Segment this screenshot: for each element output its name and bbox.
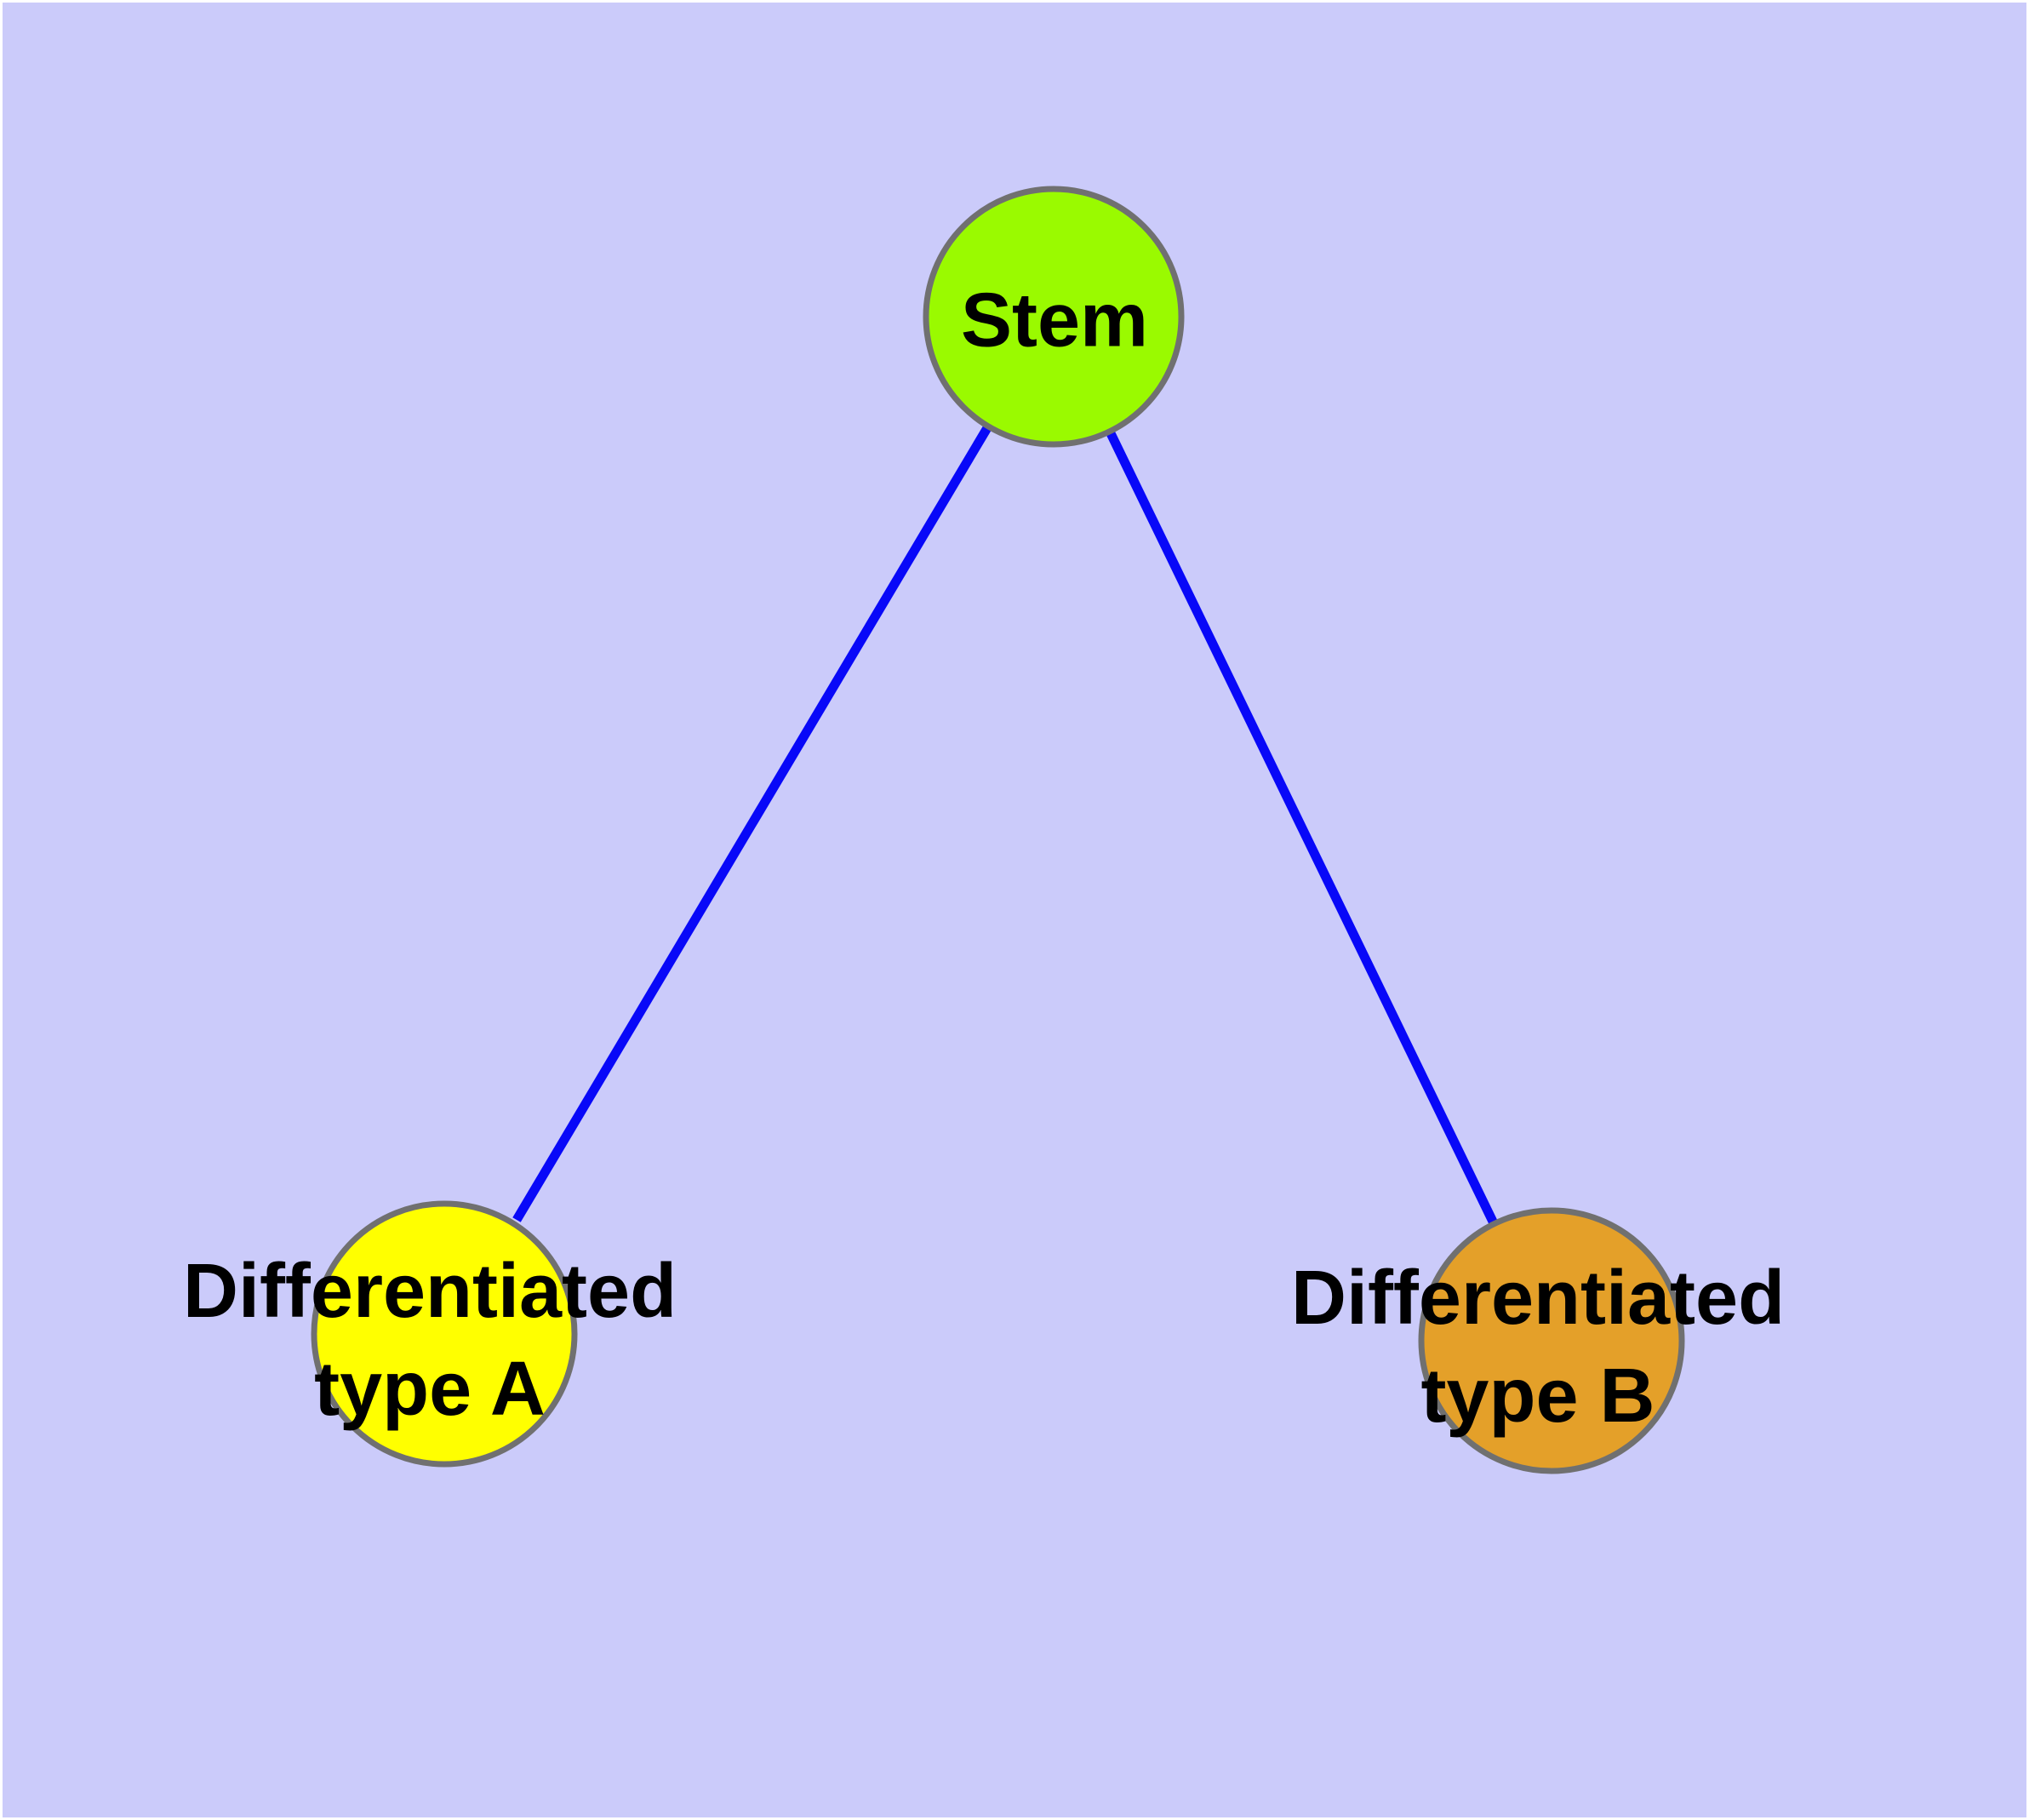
node-type-a-label-line2: type A — [314, 1347, 546, 1432]
node-type-b-label-line2: type B — [1420, 1354, 1655, 1439]
node-type-a-label: Differentiated type A — [183, 1243, 677, 1439]
node-type-a-label-line1: Differentiated — [182, 1249, 677, 1334]
node-type-b-label-line1: Differentiated — [1290, 1256, 1786, 1341]
node-stem-circle — [923, 186, 1185, 448]
node-type-b-circle — [1418, 1207, 1685, 1474]
node-type-b-label: Differentiated type B — [1291, 1250, 1785, 1445]
node-type-a-circle — [311, 1200, 578, 1468]
edge-stem-to-type-a — [512, 424, 992, 1222]
edge-stem-to-type-b — [1106, 429, 1498, 1226]
node-stem-label: Stem — [960, 278, 1149, 363]
